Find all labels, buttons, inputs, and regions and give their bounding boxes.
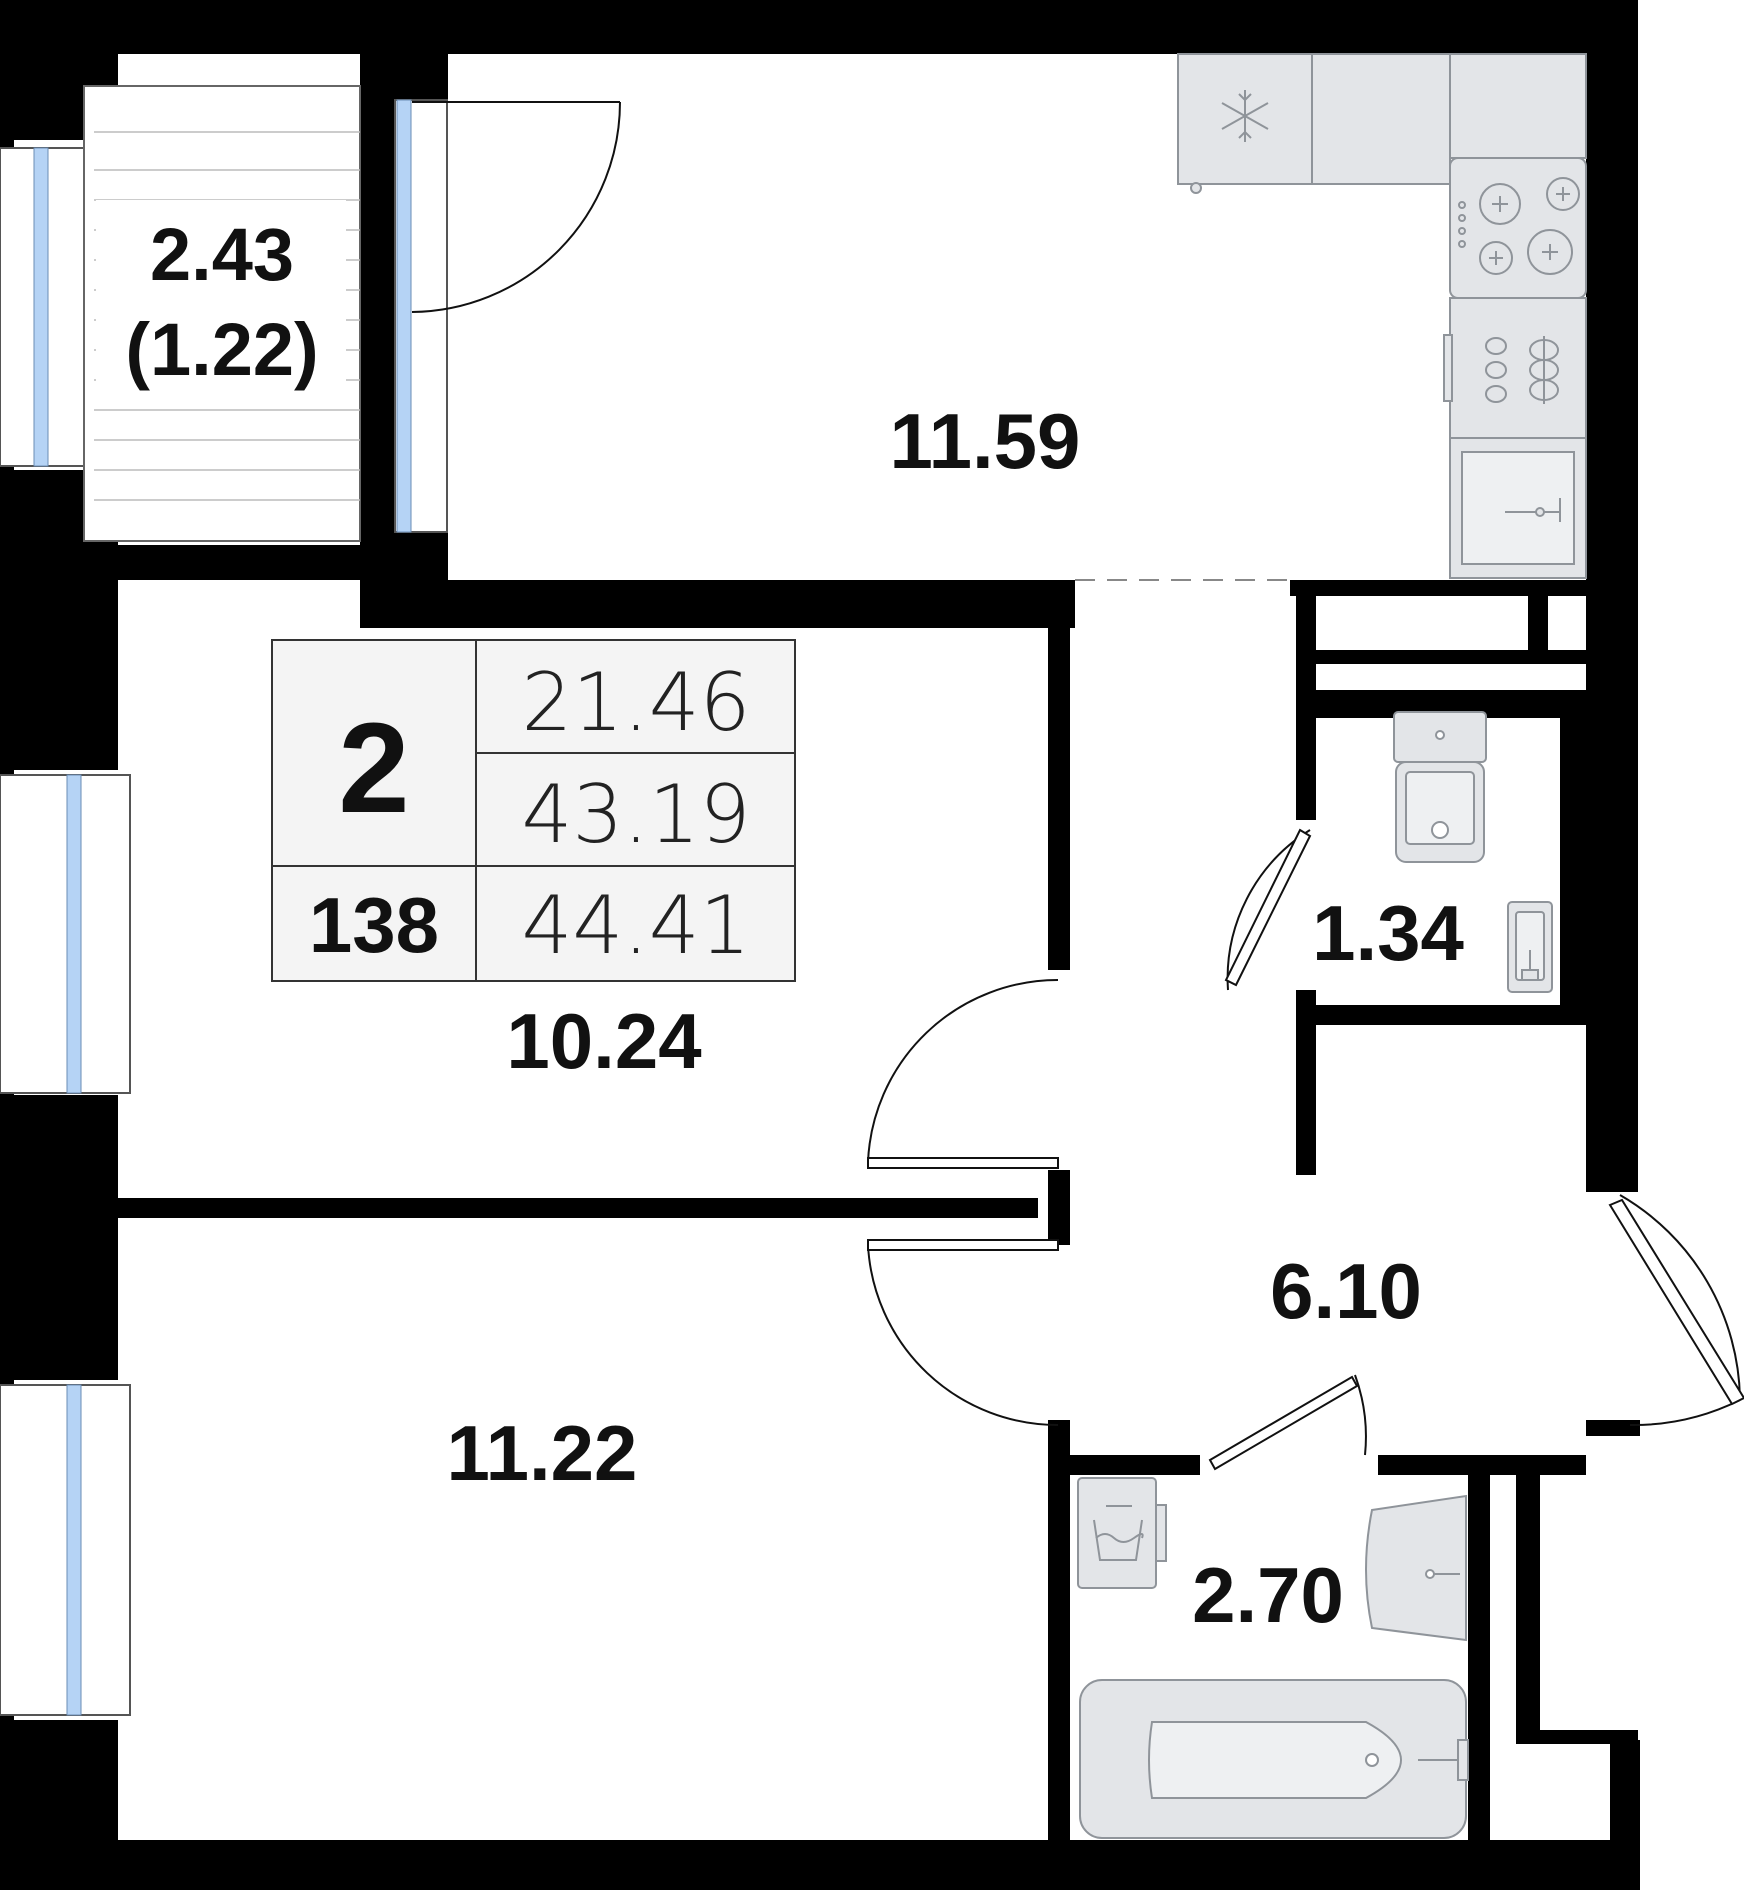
bedroom2-door: [867, 1239, 1059, 1427]
hallway-area-label: 6.10: [1270, 1247, 1422, 1335]
counter-left: [1311, 53, 1451, 185]
apartment-number: 138: [309, 881, 439, 969]
living-area: 21.46: [521, 656, 750, 749]
balcony-window: [0, 147, 95, 467]
counter-corner: [1449, 53, 1587, 159]
bath-sink-icon: [1365, 1494, 1467, 1642]
walls: [0, 0, 1640, 1890]
bedroom2-area-label: 11.22: [447, 1409, 638, 1497]
kitchen-fixtures: [1177, 53, 1587, 579]
balcony-reduced-label: (1.22): [125, 308, 318, 391]
fridge: [1177, 53, 1313, 194]
bedroom2-window: [0, 1384, 131, 1716]
dishwasher-icon: [1443, 297, 1587, 439]
bathroom-area-label: 2.70: [1192, 1551, 1344, 1639]
room-labels: 2.43 (1.22) 11.59 10.24 11.22 6.10 1.34 …: [125, 213, 1464, 1639]
wc-fixtures: [1393, 711, 1553, 993]
bath-door: [1208, 1374, 1367, 1471]
kitchen-area-label: 11.59: [890, 397, 1081, 485]
stove-icon: [1449, 157, 1587, 299]
wc-door: [1224, 828, 1312, 991]
balcony: [83, 85, 361, 542]
room-count: 2: [338, 697, 409, 840]
washing-machine-icon: [1077, 1477, 1167, 1589]
wc-area-label: 1.34: [1312, 889, 1464, 977]
bedroom1-door: [867, 978, 1059, 1169]
windows: [0, 99, 448, 1716]
bedroom1-area-label: 10.24: [506, 997, 701, 1085]
bedroom1-window: [0, 774, 131, 1094]
wc-sink-icon: [1507, 901, 1553, 993]
toilet-icon: [1393, 711, 1487, 863]
summary-table: 2 138 21.46 43.19 44.41: [271, 639, 796, 982]
bathtub-icon: [1079, 1679, 1469, 1839]
balcony-door: [411, 101, 621, 313]
total-area: 43.19: [521, 768, 750, 861]
bathroom-fixtures: [1077, 1477, 1469, 1839]
snowflake-icon: [1221, 90, 1269, 142]
total-with-balcony: 44.41: [521, 879, 750, 972]
balcony-area-label: 2.43: [150, 213, 294, 296]
entrance-door: [1608, 1194, 1744, 1427]
kitchen-balcony-window: [394, 99, 448, 533]
sink-icon: [1449, 437, 1587, 579]
doors: [411, 101, 1744, 1471]
